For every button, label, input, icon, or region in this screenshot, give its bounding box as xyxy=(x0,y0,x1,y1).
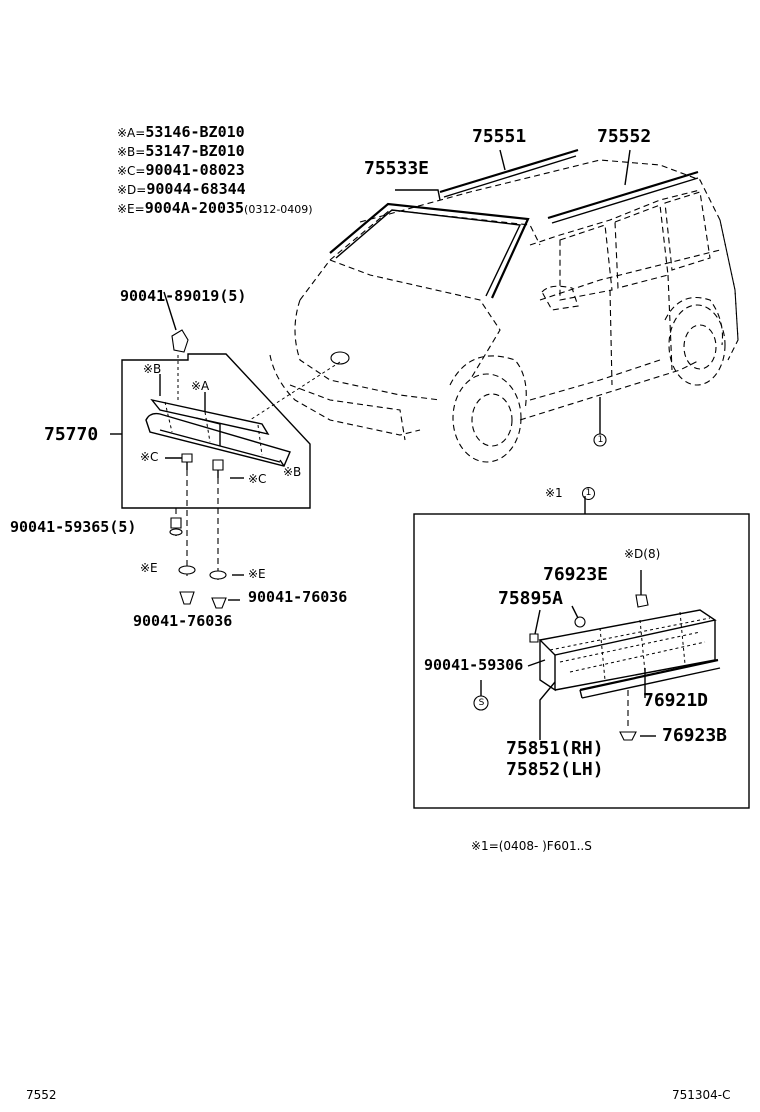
part-76921d: 76921D xyxy=(643,690,709,711)
note-e-part: 9004A-20035 xyxy=(144,199,245,217)
part-75552: 75552 xyxy=(597,126,652,147)
marker-b-right: ※B xyxy=(283,465,302,479)
part-90041-59306: 90041-59306 xyxy=(424,656,524,674)
marker-b-top: ※B xyxy=(143,362,162,376)
marker-circle-1-box: 1 xyxy=(582,487,595,500)
note-d-key: ※D= xyxy=(117,183,147,197)
part-75851-rh: 75851(RH) xyxy=(506,738,604,759)
part-76923b: 76923B xyxy=(662,725,728,746)
roof-moldings xyxy=(439,148,699,224)
note-a-key: ※A= xyxy=(117,126,146,140)
marker-a-top: ※A xyxy=(191,379,210,393)
part-75895a: 75895A xyxy=(498,588,564,609)
footnote: ※1=(0408- )F601..S xyxy=(471,839,592,853)
windshield-molding xyxy=(329,189,530,299)
note-a: ※A=53146-BZ010 xyxy=(117,125,245,141)
footer-left-code: 7552 xyxy=(26,1088,57,1102)
fastener-hardware xyxy=(169,517,244,609)
part-76923e: 76923E xyxy=(543,564,609,585)
part-75533e: 75533E xyxy=(364,158,430,179)
part-75852-lh: 75852(LH) xyxy=(506,759,604,780)
note-d-part: 90044-68344 xyxy=(146,180,246,198)
marker-d8: ※D(8) xyxy=(624,547,661,561)
marker-circle-1-car: 1 xyxy=(597,435,604,445)
grille-garnish-assembly xyxy=(110,291,311,580)
note-b-key: ※B= xyxy=(117,145,146,159)
note-b-part: 53147-BZ010 xyxy=(145,142,245,160)
part-75770: 75770 xyxy=(44,424,99,445)
note-e-suffix: (0312-0409) xyxy=(244,203,313,216)
note-d: ※D=90044-68344 xyxy=(117,182,246,198)
part-90041-76036-right: 90041-76036 xyxy=(248,588,348,606)
note-c-part: 90041-08023 xyxy=(145,161,245,179)
side-step-assembly xyxy=(413,496,750,809)
part-75551: 75551 xyxy=(472,126,527,147)
marker-c-right: ※C xyxy=(248,472,267,486)
note-c-key: ※C= xyxy=(117,164,146,178)
note-e-key: ※E= xyxy=(117,202,145,216)
vehicle-outline xyxy=(249,159,739,463)
part-90041-59365: 90041-59365(5) xyxy=(10,518,137,536)
note-e: ※E=9004A-20035(0312-0409) xyxy=(117,201,313,217)
marker-s-circle: S xyxy=(478,698,485,708)
note-a-part: 53146-BZ010 xyxy=(145,123,245,141)
marker-x1: ※1 xyxy=(545,486,563,500)
marker-c-left: ※C xyxy=(140,450,159,464)
part-90041-76036-bottom: 90041-76036 xyxy=(133,612,233,630)
marker-e-right: ※E xyxy=(248,567,266,581)
part-90041-89019: 90041-89019(5) xyxy=(120,287,247,305)
marker-e-left: ※E xyxy=(140,561,158,575)
note-b: ※B=53147-BZ010 xyxy=(117,144,245,160)
note-c: ※C=90041-08023 xyxy=(117,163,245,179)
footer-right-code: 751304-C xyxy=(672,1088,731,1102)
